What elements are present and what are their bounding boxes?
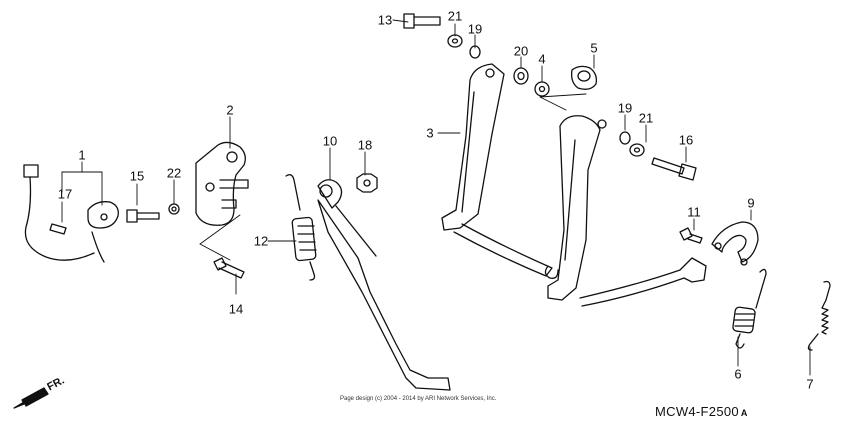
bolt-part-16[interactable] (651, 157, 697, 181)
main-stand-part-3[interactable] (441, 63, 707, 307)
part-label-9[interactable]: 9 (747, 195, 755, 211)
bushing-part-19-right[interactable] (619, 131, 631, 145)
washer-part-21-right[interactable] (629, 143, 645, 157)
part-label-20[interactable]: 20 (513, 43, 529, 59)
part-label-19-right[interactable]: 19 (617, 100, 633, 116)
part-label-17[interactable]: 17 (57, 186, 73, 202)
spring-part-12[interactable] (285, 174, 317, 281)
part-label-6[interactable]: 6 (734, 366, 742, 382)
side-stand-switch-part-1[interactable] (23, 164, 119, 263)
part-label-5[interactable]: 5 (590, 40, 598, 56)
nut-part-18[interactable] (356, 173, 378, 193)
part-label-18[interactable]: 18 (357, 137, 373, 153)
spring-hook-part-9[interactable] (711, 221, 759, 266)
collar-part-5[interactable] (570, 65, 598, 90)
side-stand-part-10[interactable] (317, 179, 451, 391)
spring-part-7[interactable] (807, 280, 831, 351)
part-label-13[interactable]: 13 (377, 12, 393, 28)
washer-part-4[interactable] (534, 81, 550, 97)
part-label-1[interactable]: 1 (78, 147, 86, 163)
spring-part-6[interactable] (732, 268, 767, 349)
bolt-part-17[interactable] (49, 223, 67, 235)
part-label-10[interactable]: 10 (322, 133, 338, 149)
part-label-12[interactable]: 12 (253, 233, 269, 249)
bushing-part-19-top[interactable] (469, 45, 481, 59)
bushing-part-20[interactable] (513, 67, 529, 85)
part-label-19-top[interactable]: 19 (467, 21, 483, 37)
part-label-7[interactable]: 7 (806, 376, 814, 392)
bolt-part-15[interactable] (126, 209, 160, 223)
part-label-3[interactable]: 3 (426, 125, 434, 141)
diagram-code-main: MCW4-F2500 (655, 404, 739, 419)
leader-lines (61, 19, 811, 376)
nut-part-22[interactable] (168, 203, 180, 215)
copyright-notice: Page design (c) 2004 - 2014 by ARI Netwo… (340, 396, 497, 402)
bracket-part-2[interactable] (195, 141, 249, 226)
part-label-21-top[interactable]: 21 (447, 8, 463, 24)
part-label-15[interactable]: 15 (129, 168, 145, 184)
part-label-2[interactable]: 2 (226, 102, 234, 118)
bolt-part-11[interactable] (679, 227, 703, 244)
part-label-11[interactable]: 11 (687, 204, 701, 220)
part-label-14[interactable]: 14 (228, 301, 244, 317)
part-label-22[interactable]: 22 (166, 165, 182, 181)
bolt-part-14[interactable] (213, 257, 245, 279)
part-label-21-right[interactable]: 21 (638, 110, 654, 126)
part-label-4[interactable]: 4 (538, 51, 546, 67)
diagram-code-suffix: A (740, 408, 748, 418)
part-label-16[interactable]: 16 (678, 132, 694, 148)
front-direction-arrow-icon (13, 387, 49, 409)
bolt-part-13[interactable] (403, 13, 441, 29)
washer-part-21-top[interactable] (447, 34, 463, 48)
